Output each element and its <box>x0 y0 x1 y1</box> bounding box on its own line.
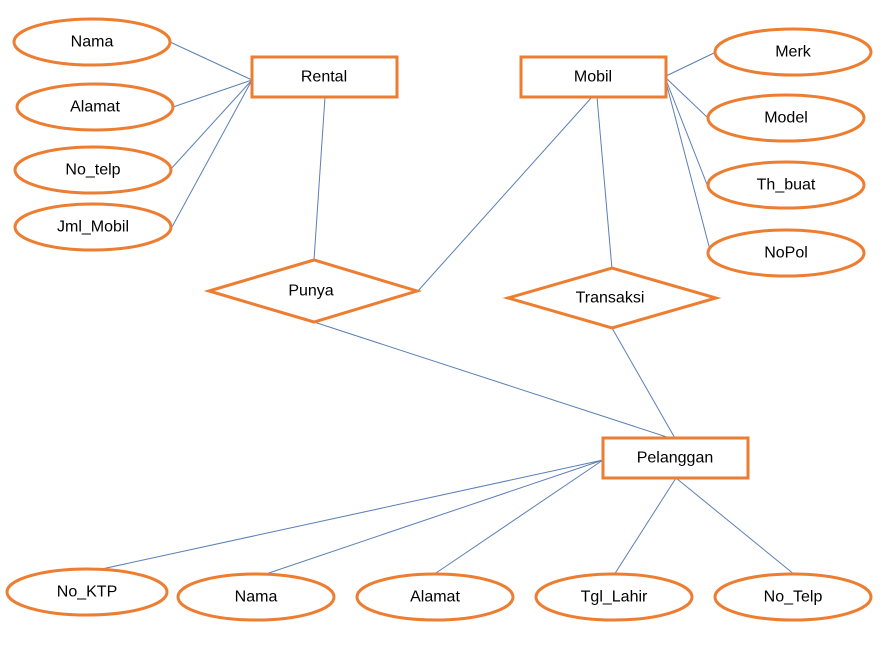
attribute-mobil-th-buat: Th_buat <box>706 160 866 210</box>
edge-pelanggan-tgl-lahir <box>613 477 677 576</box>
attribute-label: Tgl_Lahir <box>581 589 648 606</box>
edge-rental-nama <box>169 41 253 81</box>
edge-rental-no-telp <box>169 79 253 171</box>
attribute-ellipse <box>5 567 169 617</box>
entity-rental: Rental <box>250 55 399 99</box>
edge-punya-pelanggan <box>313 321 677 441</box>
attribute-pelanggan-tgl-lahir: Tgl_Lahir <box>534 572 694 622</box>
edge-pelanggan-no-ktp <box>87 459 604 573</box>
attribute-label: Th_buat <box>757 177 816 194</box>
attribute-pelanggan-nama: Nama <box>176 572 336 622</box>
attribute-ellipse <box>13 202 173 252</box>
edge-mobil-nopol <box>665 81 711 251</box>
edge-pelanggan-alamat <box>432 459 604 576</box>
attribute-ellipse <box>713 572 873 622</box>
relationship-label: Punya <box>288 283 333 300</box>
attribute-ellipse <box>706 93 866 143</box>
edge-transaksi-pelanggan <box>611 327 677 441</box>
connector-lines <box>87 41 796 577</box>
entity-label: Mobil <box>574 69 612 86</box>
attribute-label: No_Telp <box>764 589 823 606</box>
edge-rental-jml-mobil <box>171 79 253 228</box>
attribute-ellipse <box>13 145 173 195</box>
attribute-rental-jml-mobil: Jml_Mobil <box>13 202 173 252</box>
entity-box <box>601 436 750 480</box>
edge-mobil-transaksi <box>596 96 613 270</box>
attribute-rental-nama: Nama <box>12 17 172 67</box>
edge-mobil-model <box>665 77 709 119</box>
attribute-label: Model <box>764 110 808 127</box>
attribute-ellipse <box>706 228 866 278</box>
attribute-label: NoPol <box>764 245 808 262</box>
attribute-rental-alamat: Alamat <box>15 82 175 132</box>
relationship-label: Transaksi <box>576 290 645 307</box>
attribute-mobil-model: Model <box>706 93 866 143</box>
entity-box <box>519 55 668 99</box>
edge-pelanggan-nama <box>259 459 604 577</box>
entity-label: Pelanggan <box>637 450 714 467</box>
relationship-diamond <box>203 258 423 324</box>
attribute-label: Nama <box>71 34 114 51</box>
relationship-transaksi: Transaksi <box>502 266 722 330</box>
attribute-ellipse <box>713 27 873 77</box>
attribute-label: Jml_Mobil <box>57 219 129 236</box>
attribute-pelanggan-alamat: Alamat <box>355 572 515 622</box>
attribute-ellipse <box>534 572 694 622</box>
attribute-mobil-merk: Merk <box>713 27 873 77</box>
edge-mobil-punya <box>416 96 593 293</box>
entity-label: Rental <box>301 69 347 86</box>
attribute-label: Alamat <box>70 99 120 116</box>
entity-pelanggan: Pelanggan <box>601 436 750 480</box>
edge-mobil-merk <box>665 51 717 77</box>
entity-mobil: Mobil <box>519 55 668 99</box>
edge-rental-alamat <box>172 79 253 108</box>
relationship-diamond <box>502 266 722 330</box>
edge-mobil-th-buat <box>665 79 709 188</box>
attribute-rental-no-telp: No_telp <box>13 145 173 195</box>
entity-box <box>250 55 399 99</box>
attribute-mobil-nopol: NoPol <box>706 228 866 278</box>
attribute-ellipse <box>15 82 175 132</box>
attribute-pelanggan-no-ktp: No_KTP <box>5 567 169 617</box>
relationship-punya: Punya <box>203 258 423 324</box>
attribute-label: Merk <box>775 44 812 61</box>
attribute-label: Alamat <box>410 589 460 606</box>
attribute-ellipse <box>176 572 336 622</box>
attribute-label: No_telp <box>65 162 120 179</box>
attribute-ellipse <box>12 17 172 67</box>
attribute-ellipse <box>706 160 866 210</box>
attribute-ellipse <box>355 572 515 622</box>
attribute-label: Nama <box>235 589 278 606</box>
edge-pelanggan-no-telp <box>675 477 796 576</box>
attribute-pelanggan-no-telp: No_Telp <box>713 572 873 622</box>
attribute-label: No_KTP <box>57 584 117 601</box>
edge-rental-punya <box>313 96 326 261</box>
